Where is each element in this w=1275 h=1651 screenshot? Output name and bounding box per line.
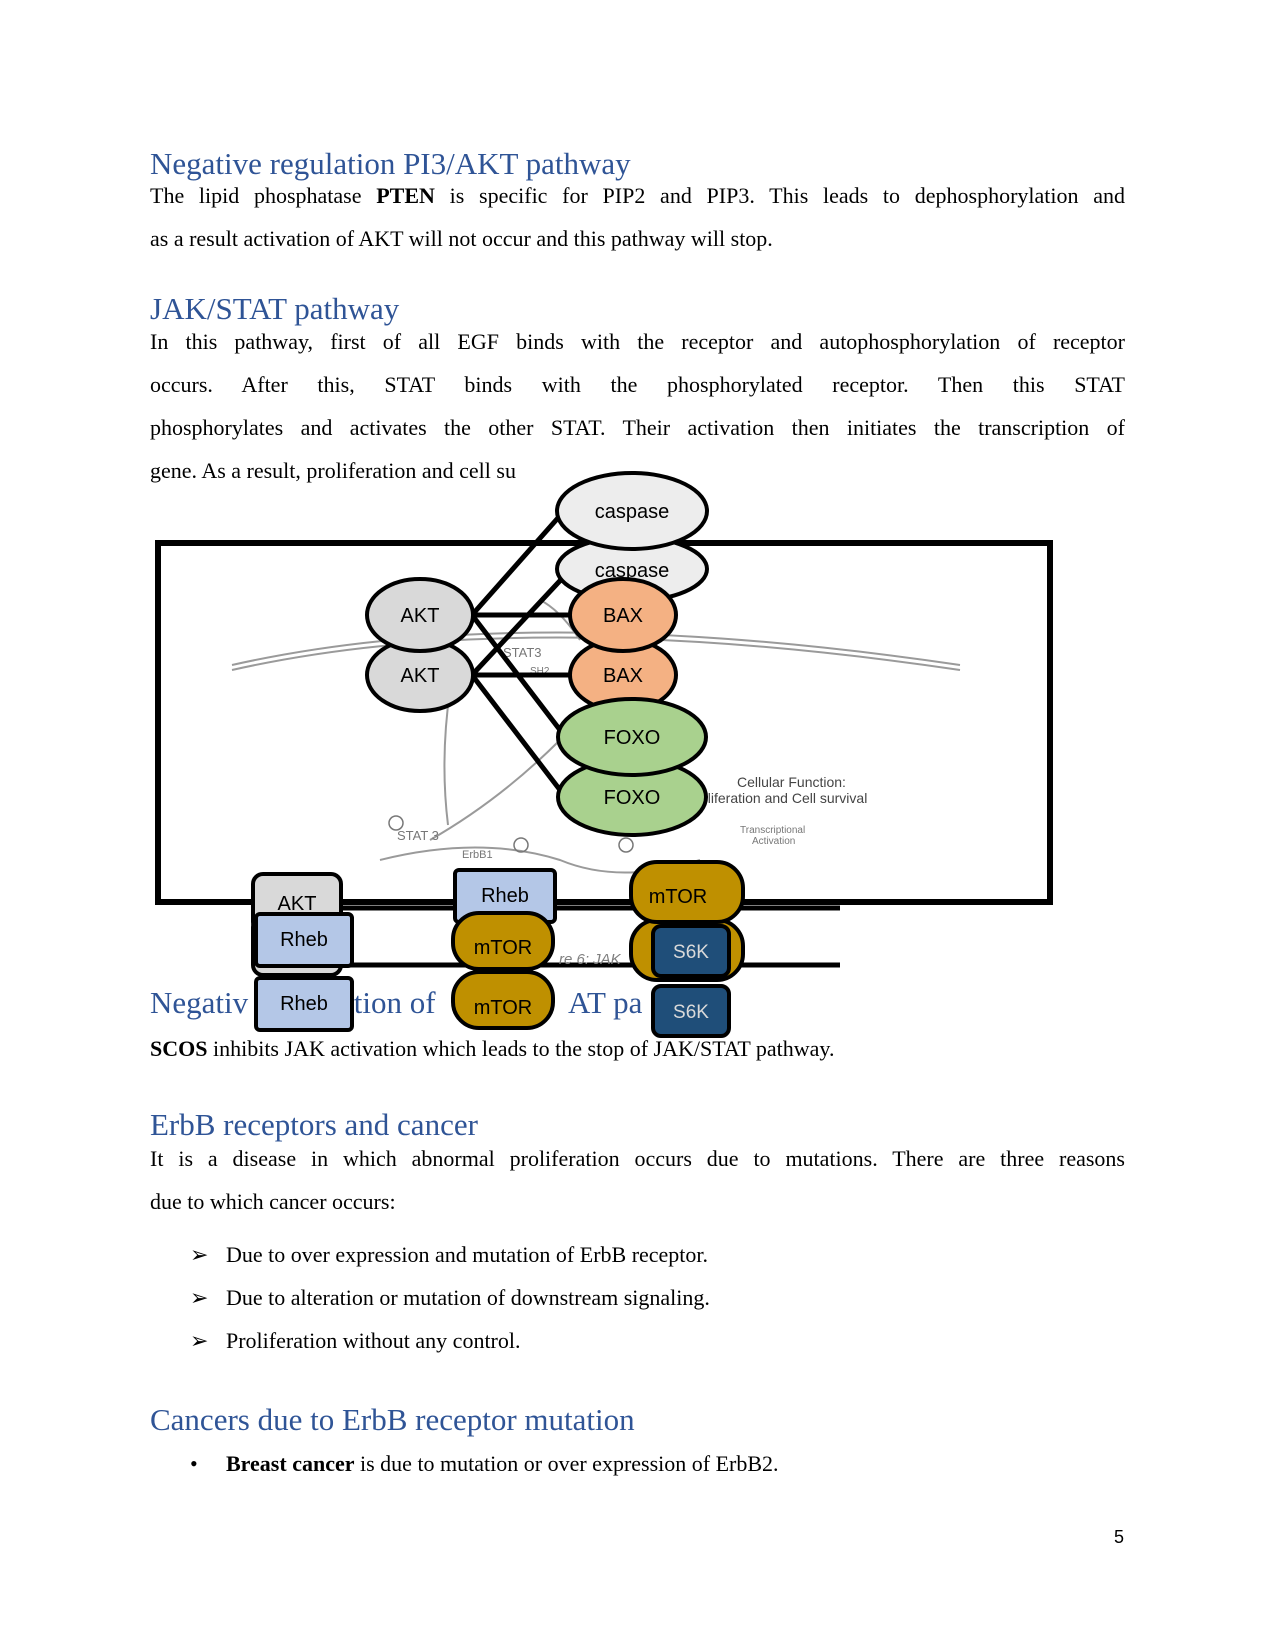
paragraph-cancer-definition: It is a disease in which abnormal prolif… (150, 1137, 1125, 1223)
paragraph-line: It is a disease in which abnormal prolif… (150, 1146, 1125, 1171)
label-cellular-function: Cellular Function: (737, 774, 846, 790)
label-erbb1: ErbB1 (462, 849, 493, 861)
paragraph-line: occurs. After this, STAT binds with the … (150, 372, 1125, 397)
label-bax: BAX (603, 605, 643, 627)
heading-jak-stat-pathway: JAK/STAT pathway (150, 291, 400, 326)
akt-node: AKT (365, 577, 475, 653)
text-run: inhibits JAK activation which leads to t… (207, 1036, 835, 1061)
heading-fragment: AT pa (568, 985, 643, 1020)
heading-erbb-receptors-and-cancer: ErbB receptors and cancer (150, 1107, 478, 1142)
s6k-box: S6K (651, 924, 731, 978)
label-stat3: STAT3 (503, 645, 542, 660)
heading-fragment: Negativ (150, 985, 249, 1020)
label-akt: AKT (401, 605, 440, 627)
connector-lines (330, 508, 840, 968)
label-s6k: S6K (673, 942, 709, 963)
label-foxo: FOXO (604, 727, 661, 749)
paragraph-line: as a result activation of AKT will not o… (150, 226, 773, 251)
label-rheb: Rheb (280, 929, 328, 951)
list-item-text: Due to over expression and mutation of E… (226, 1242, 709, 1267)
page-number: 5 (1114, 1527, 1125, 1547)
label-mtor: mTOR (474, 937, 533, 959)
label-stat3-phospho: STAT 3 (397, 828, 439, 843)
label-mtor: mTOR (649, 886, 708, 908)
label-proliferation-survival: oliferation and Cell survival (700, 790, 867, 806)
label-foxo: FOXO (604, 787, 661, 809)
list-item-text: Proliferation without any control. (226, 1328, 521, 1353)
heading-negative-regulation-pi3-akt: Negative regulation PI3/AKT pathway (150, 146, 631, 181)
text-run: The lipid phosphatase (150, 183, 377, 208)
label-caspase: caspase (595, 501, 670, 523)
rheb-box: Rheb (453, 868, 557, 924)
label-transcriptional: Transcriptional (740, 825, 805, 836)
label-caspase: caspase (595, 560, 670, 582)
bold-term-pten: PTEN (376, 183, 435, 208)
paragraph-line: phosphorylates and activates the other S… (150, 415, 1125, 440)
heading-negative-regulation-jak-stat-partial: Negativ (150, 985, 248, 1021)
paragraph-scos: SCOS inhibits JAK activation which leads… (150, 1034, 1125, 1064)
bold-term-scos: SCOS (150, 1036, 208, 1061)
label-s6k: S6K (673, 1002, 709, 1023)
text-run: is due to mutation or over expression of… (354, 1451, 779, 1476)
paragraph-line: due to which cancer occurs: (150, 1189, 396, 1214)
caspase-node: caspase (555, 471, 709, 551)
list-item-text: Due to alteration or mutation of downstr… (226, 1285, 710, 1310)
mtor-node: mTOR (451, 970, 555, 1030)
list-item-text: Breast cancer is due to mutation or over… (226, 1451, 779, 1477)
paragraph-jak-stat: In this pathway, first of all EGF binds … (150, 320, 1125, 492)
label-bax: BAX (603, 665, 643, 687)
bullet-dot-icon: • (190, 1451, 198, 1476)
figure-caption-fragment: re 6: JAK (559, 951, 622, 968)
paragraph-pten: The lipid phosphatase PTEN is specific f… (150, 174, 1125, 260)
paragraph-line: gene. As a result, proliferation and cel… (150, 458, 516, 483)
label-activation: Activation (752, 836, 795, 847)
diagram-labels: STAT3 SH2 STAT 3 ErbB1 Cellular Function… (397, 645, 867, 861)
paragraph-line: In this pathway, first of all EGF binds … (150, 329, 1125, 354)
mtor-node: mTOR (451, 911, 555, 971)
rheb-box: Rheb (254, 912, 354, 968)
label-akt: AKT (401, 665, 440, 687)
rheb-box: Rheb (254, 976, 354, 1032)
s6k-box: S6K (651, 984, 731, 1038)
label-mtor: mTOR (474, 997, 533, 1019)
bax-node: BAX (568, 577, 678, 653)
label-rheb: Rheb (481, 885, 529, 907)
label-rheb: Rheb (280, 993, 328, 1015)
label-sh2: SH2 (530, 666, 550, 677)
bold-term-breast-cancer: Breast cancer (226, 1451, 355, 1476)
heading-fragment: ation of (340, 985, 436, 1020)
text-run: is specific for PIP2 and PIP3. This lead… (434, 183, 1125, 208)
mtor-node: mTOR (629, 860, 745, 924)
arrow-bullet-icon: ➢ (190, 1285, 209, 1310)
arrow-bullet-icon: ➢ (190, 1328, 209, 1353)
heading-cancers-due-to-erbb-mutation: Cancers due to ErbB receptor mutation (150, 1402, 635, 1437)
paragraph-line: The lipid phosphatase PTEN is specific f… (150, 174, 1125, 217)
arrow-bullet-icon: ➢ (190, 1242, 209, 1267)
foxo-node: FOXO (556, 697, 708, 777)
label-akt: AKT (278, 893, 317, 915)
phosphate-markers (388, 815, 634, 853)
